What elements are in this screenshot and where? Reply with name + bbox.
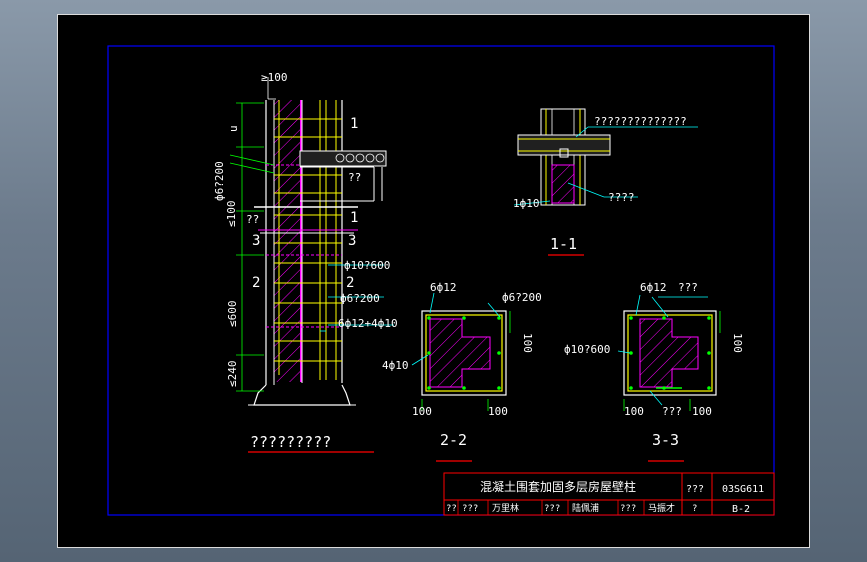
tb-r2-3: ??? — [544, 504, 560, 514]
dim-le100: ≤100 — [225, 201, 238, 228]
wall-hatch — [274, 100, 300, 382]
s33-6phi12: 6ф12 — [640, 281, 667, 294]
section-2-2: 6ф12 ф6?200 100 4ф10 100 100 2-2 — [382, 281, 542, 462]
s33-title: 3-3 — [652, 431, 679, 449]
drawing-svg: ≥100 u ф6?200 ≤100 1 1 ?? ?? 3 3 2 2 ф10… — [107, 45, 775, 516]
s11-title: 1-1 — [550, 235, 577, 253]
s33-qqq-bot: ??? — [662, 405, 682, 418]
title-block-qqq: ??? — [686, 484, 704, 495]
s11-callout-right: ???? — [608, 191, 635, 204]
drawing-frame — [107, 45, 775, 516]
elevation-title: ????????? — [250, 433, 331, 451]
label-phi10-600: ф10?600 — [344, 259, 390, 272]
page-number: B-2 — [732, 504, 750, 515]
section-mark-1-top: 1 — [350, 116, 358, 132]
s33-100-a: 100 — [624, 405, 644, 418]
title-block: 混凝土围套加固多层房屋壁柱 ??? 03SG611 ?? ??? 万里林 ???… — [443, 472, 775, 516]
drawing-canvas[interactable]: ≥100 u ф6?200 ≤100 1 1 ?? ?? 3 3 2 2 ф10… — [57, 14, 810, 548]
tb-r2-7: ? — [692, 504, 697, 514]
elevation-view: ≥100 u ф6?200 ≤100 1 1 ?? ?? 3 3 2 2 ф10… — [213, 71, 398, 453]
label-phi6-200-mid: ф6?200 — [340, 292, 380, 305]
dim-u: u — [227, 125, 240, 132]
s22-4phi10: 4ф10 — [382, 359, 409, 372]
s33-qqq-top: ??? — [678, 281, 698, 294]
s11-1phi10: 1ф10 — [513, 197, 540, 210]
tb-r2-5: ??? — [620, 504, 636, 514]
stirrups — [274, 118, 342, 362]
dim-le240: ≤240 — [226, 361, 239, 388]
tb-r2-4: 陆佩浦 — [572, 502, 599, 514]
s22-100-right: 100 — [521, 333, 534, 353]
section-mark-2-left: 2 — [252, 275, 260, 291]
atlas-number: 03SG611 — [722, 484, 764, 495]
section-mark-2-right: 2 — [346, 275, 354, 291]
s33-100-right: 100 — [731, 333, 744, 353]
s11-callout-top: ?????????????? — [594, 115, 687, 128]
floor-slab — [299, 150, 387, 167]
section-mark-3-left: 3 — [252, 233, 260, 249]
s22-6phi12: 6ф12 — [430, 281, 457, 294]
qq-left: ?? — [246, 213, 259, 226]
label-rebar-main: 6ф12+4ф10 — [338, 317, 398, 330]
tb-r2-0: ?? — [446, 504, 457, 514]
dim-ge100-top: ≥100 — [261, 71, 288, 84]
foundation — [253, 384, 351, 406]
tb-r2-1: ??? — [462, 504, 478, 514]
s22-100-b: 100 — [488, 405, 508, 418]
dim-phi6-200-left: ф6?200 — [213, 161, 226, 201]
section-mark-3-right: 3 — [348, 233, 356, 249]
section-1-1: ?????????????? ???? 1ф10 1-1 — [513, 108, 698, 256]
section-mark-1-mid: 1 — [350, 210, 358, 226]
dim-le600: ≤600 — [226, 301, 239, 328]
s22-phi6-200: ф6?200 — [502, 291, 542, 304]
section-3-3: 6ф12 ??? 100 ф10?600 100 ??? 100 3-3 — [564, 281, 744, 462]
tb-r2-2: 万里林 — [492, 502, 519, 514]
s22-100-a: 100 — [412, 405, 432, 418]
s22-title: 2-2 — [440, 431, 467, 449]
s33-100-b: 100 — [692, 405, 712, 418]
beam-label: ?? — [348, 171, 361, 184]
s33-phi10-600: ф10?600 — [564, 343, 610, 356]
tb-r2-6: 马振才 — [648, 502, 675, 514]
title-block-title: 混凝土围套加固多层房屋壁柱 — [480, 479, 636, 494]
